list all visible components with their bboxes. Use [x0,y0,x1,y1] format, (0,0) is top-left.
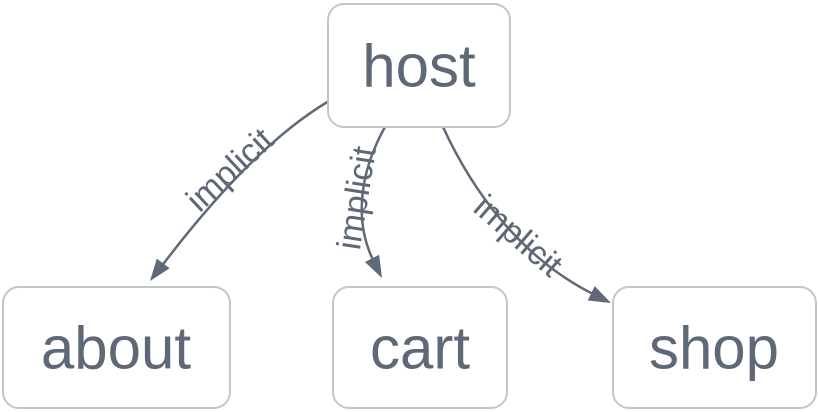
node-box-host [327,3,511,128]
node-shop: shop [612,286,817,409]
node-box-about [2,286,231,409]
edge-host-about: implicit [150,99,331,281]
arrowhead-icon [150,258,170,281]
node-label-shop: shop [649,315,779,382]
edge-host-cart: implicit [330,125,387,278]
node-label-about: about [41,315,191,382]
edge-line-host-about [159,99,331,269]
edge-line-host-cart [360,125,387,264]
arrowhead-icon [364,254,382,278]
edge-label-host-cart: implicit [330,143,384,252]
edge-host-shop: implicit [441,125,611,303]
edge-line-host-shop [441,125,597,297]
node-about: about [2,286,231,409]
node-cart: cart [332,286,508,409]
arrowhead-icon [587,286,611,303]
node-box-cart [332,286,508,409]
node-label-cart: cart [370,315,470,382]
edge-label-host-shop: implicit [466,188,570,285]
node-box-shop [612,286,817,409]
edge-label-host-about: implicit [179,120,281,219]
node-label-host: host [362,33,476,100]
node-host: host [327,3,511,128]
